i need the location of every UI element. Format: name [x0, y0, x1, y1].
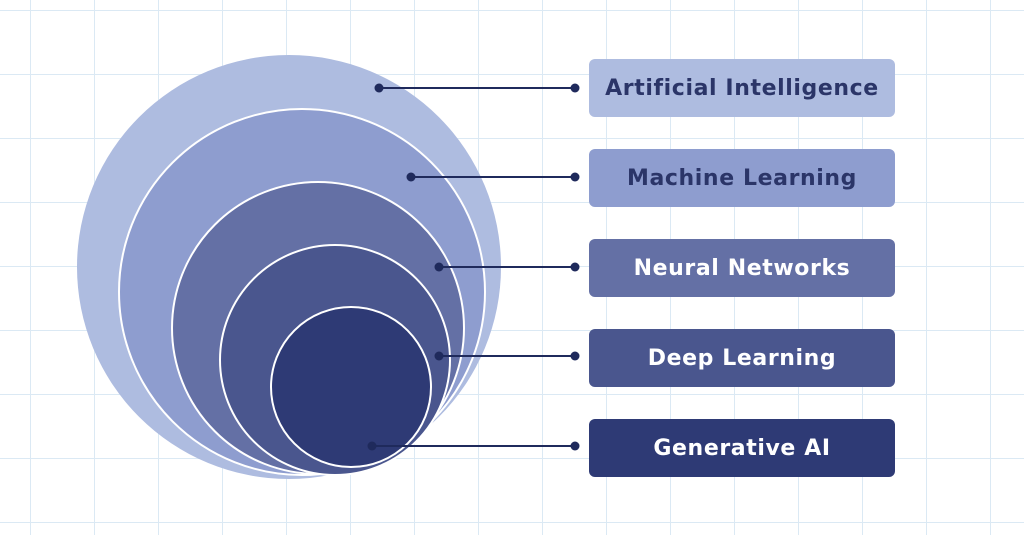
connector-dot-end-generative-ai	[570, 441, 580, 451]
connector-dot-end-artificial-intelligence	[570, 83, 580, 93]
label-generative-ai: Generative AI	[589, 419, 895, 477]
connector-dot-start-generative-ai	[367, 441, 377, 451]
circle-generative-ai	[270, 306, 432, 468]
connector-dot-start-neural-networks	[434, 262, 444, 272]
connector-dot-end-machine-learning	[570, 172, 580, 182]
connector-dot-end-neural-networks	[570, 262, 580, 272]
connector-dot-start-deep-learning	[434, 351, 444, 361]
connector-dot-start-artificial-intelligence	[374, 83, 384, 93]
connector-dot-start-machine-learning	[406, 172, 416, 182]
connector-lines	[367, 83, 580, 451]
label-text-neural-networks: Neural Networks	[633, 255, 851, 281]
connector-dot-end-deep-learning	[570, 351, 580, 361]
label-machine-learning: Machine Learning	[589, 149, 895, 207]
concentric-circles	[77, 55, 501, 479]
label-text-machine-learning: Machine Learning	[626, 165, 858, 191]
label-deep-learning: Deep Learning	[589, 329, 895, 387]
label-text-generative-ai: Generative AI	[653, 435, 831, 461]
label-text-artificial-intelligence: Artificial Intelligence	[605, 75, 879, 101]
label-artificial-intelligence: Artificial Intelligence	[589, 59, 895, 117]
label-neural-networks: Neural Networks	[589, 239, 895, 297]
label-text-deep-learning: Deep Learning	[647, 345, 837, 371]
